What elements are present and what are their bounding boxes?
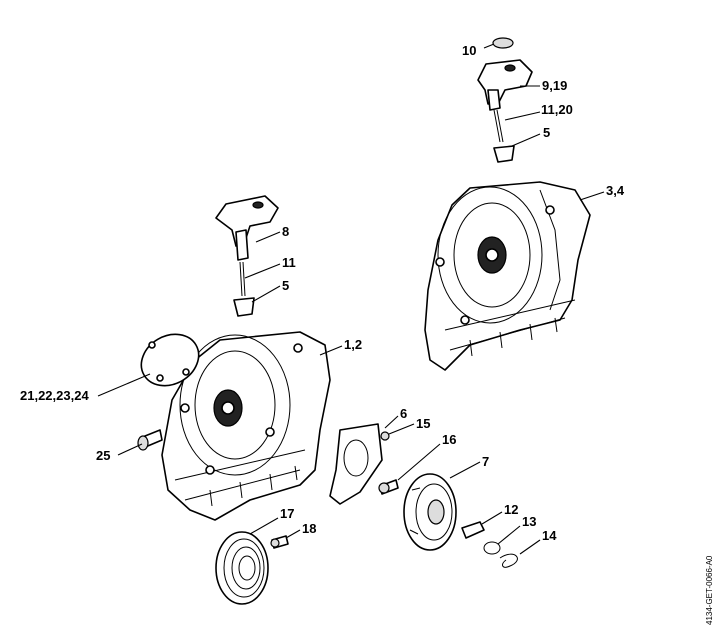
label-21-24: 21,22,23,24 bbox=[20, 388, 89, 403]
guide-plate-6 bbox=[329, 423, 383, 505]
label-11: 11 bbox=[282, 255, 296, 270]
rope-rotor-7 bbox=[403, 473, 457, 551]
grip-left bbox=[215, 195, 279, 261]
screw-25 bbox=[137, 429, 163, 451]
washer-13 bbox=[483, 541, 501, 555]
rewind-spring-17 bbox=[215, 531, 269, 605]
drawing-code: 4134-GET-0066-A0 bbox=[705, 555, 714, 625]
bushing-right-5 bbox=[493, 145, 515, 163]
screw-15 bbox=[380, 431, 390, 441]
leader-lines bbox=[97, 43, 605, 555]
grip-right bbox=[477, 59, 533, 111]
label-9-19: 9,19 bbox=[542, 78, 567, 93]
plate-21-24 bbox=[140, 333, 200, 387]
screw-16 bbox=[378, 479, 399, 495]
label-12: 12 bbox=[504, 502, 518, 517]
label-17: 17 bbox=[280, 506, 294, 521]
label-5-left: 5 bbox=[282, 278, 289, 293]
label-13: 13 bbox=[522, 514, 536, 529]
label-15: 15 bbox=[416, 416, 430, 431]
starter-housing-right bbox=[424, 181, 591, 371]
part-labels: 10 9,19 11,20 5 3,4 8 11 5 1,2 21,22,23,… bbox=[20, 43, 625, 543]
label-14: 14 bbox=[542, 528, 557, 543]
label-7: 7 bbox=[482, 454, 489, 469]
label-25: 25 bbox=[96, 448, 110, 463]
label-18: 18 bbox=[302, 521, 316, 536]
label-3-4: 3,4 bbox=[606, 183, 625, 198]
label-16: 16 bbox=[442, 432, 456, 447]
label-1-2: 1,2 bbox=[344, 337, 362, 352]
starter-housing-left bbox=[161, 331, 331, 521]
bushing-left-5 bbox=[233, 297, 255, 317]
label-6: 6 bbox=[400, 406, 407, 421]
screw-18 bbox=[270, 535, 289, 549]
rope-left bbox=[239, 261, 246, 297]
rope-right bbox=[493, 109, 504, 143]
label-10: 10 bbox=[462, 43, 476, 58]
pawl-12 bbox=[461, 521, 485, 539]
cap-10 bbox=[492, 37, 514, 49]
label-5-right: 5 bbox=[543, 125, 550, 140]
label-11-20: 11,20 bbox=[541, 102, 573, 117]
label-8: 8 bbox=[282, 224, 289, 239]
spring-clip-14 bbox=[499, 553, 518, 568]
